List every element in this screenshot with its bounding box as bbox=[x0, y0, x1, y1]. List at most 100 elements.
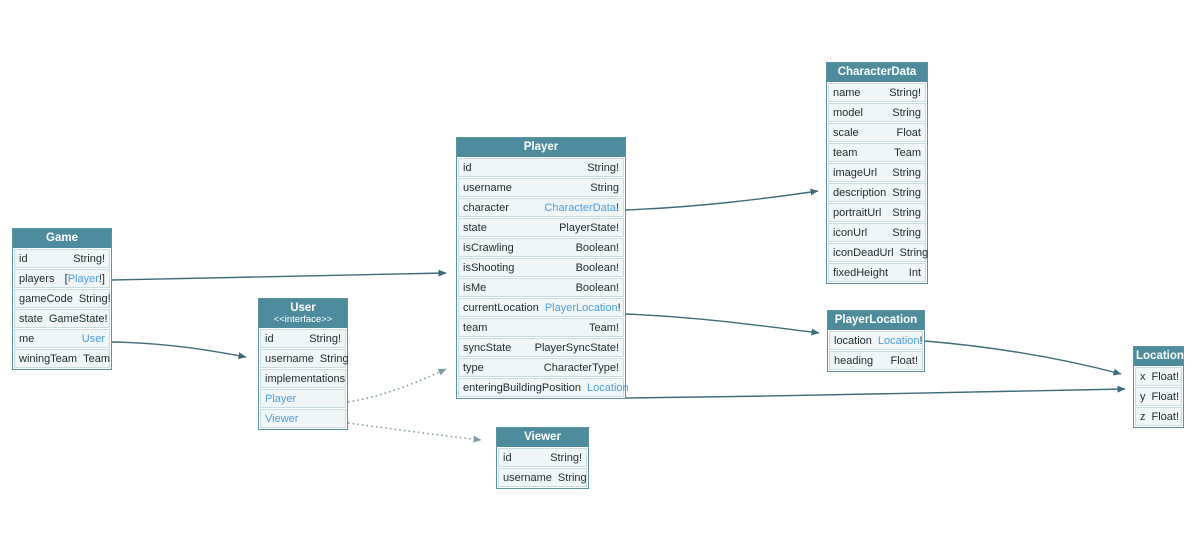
type-link[interactable]: Viewer bbox=[265, 412, 299, 425]
field-type: String! bbox=[889, 86, 921, 99]
implementation-link-row[interactable]: Viewer bbox=[260, 409, 346, 428]
node-header[interactable]: Location bbox=[1134, 347, 1184, 366]
field-name: username bbox=[265, 352, 314, 365]
edge-player-currentlocation-to-playerlocation bbox=[625, 313, 820, 336]
node-header[interactable]: Game bbox=[13, 229, 111, 248]
field-name: model bbox=[833, 106, 863, 119]
node-title: CharacterData bbox=[837, 66, 917, 78]
field-row-x[interactable]: x Float! bbox=[1135, 367, 1182, 386]
field-name: isShooting bbox=[463, 261, 515, 274]
type-suffix: ! bbox=[617, 301, 621, 314]
field-type: String! bbox=[78, 292, 111, 305]
edge-playerlocation-location-to-location bbox=[924, 340, 1122, 376]
field-name: x bbox=[1140, 370, 1146, 383]
type-link[interactable]: User bbox=[81, 332, 105, 345]
type-suffix: !] bbox=[98, 272, 105, 285]
field-row-state[interactable]: state PlayerState! bbox=[458, 218, 624, 237]
edge-player-character-to-characterdata bbox=[625, 188, 819, 211]
field-name: location bbox=[834, 334, 872, 347]
field-name: state bbox=[19, 312, 43, 325]
node-header[interactable]: Viewer bbox=[497, 428, 588, 447]
field-type: PlayerLocation! bbox=[545, 302, 621, 314]
type-link[interactable]: PlayerLocation bbox=[544, 301, 618, 314]
field-type: PlayerState! bbox=[559, 221, 619, 234]
node-header[interactable]: User<<interface>> bbox=[259, 299, 347, 328]
edge-player-enteringbuildingposition-to-location bbox=[625, 385, 1126, 399]
node-header[interactable]: PlayerLocation bbox=[828, 311, 924, 330]
field-name: iconDeadUrl bbox=[833, 246, 894, 259]
field-name: state bbox=[463, 221, 487, 234]
field-type: Boolean! bbox=[575, 281, 619, 294]
type-suffix: ! bbox=[919, 334, 923, 347]
field-type: String bbox=[557, 471, 587, 484]
type-link[interactable]: CharacterData bbox=[544, 201, 616, 214]
type-link[interactable]: Location bbox=[877, 334, 920, 347]
field-name: team bbox=[833, 146, 858, 159]
node-header[interactable]: Player bbox=[457, 138, 625, 157]
type-link[interactable]: Location bbox=[587, 381, 629, 394]
field-type: Float bbox=[896, 126, 921, 139]
field-type: String bbox=[892, 226, 921, 239]
field-row-isCrawling[interactable]: isCrawling Boolean! bbox=[458, 238, 624, 257]
node-header[interactable]: CharacterData bbox=[827, 63, 927, 82]
field-row-state[interactable]: state GameState! bbox=[14, 309, 110, 328]
field-name: isCrawling bbox=[463, 241, 514, 254]
field-name: id bbox=[463, 161, 472, 174]
field-row-location[interactable]: location Location! bbox=[829, 331, 923, 350]
field-type: GameState! bbox=[48, 312, 108, 325]
field-type: Location! bbox=[878, 335, 923, 347]
type-link[interactable]: Player bbox=[67, 272, 99, 285]
implementation-link-row[interactable]: Player bbox=[260, 389, 346, 408]
field-name: username bbox=[463, 181, 512, 194]
field-type: [Player!] bbox=[65, 273, 105, 285]
type-link[interactable]: Player bbox=[265, 392, 297, 405]
field-type: Float! bbox=[1151, 370, 1180, 383]
field-type: Boolean! bbox=[575, 241, 619, 254]
node-title: Location bbox=[1136, 350, 1184, 362]
node-subtitle: <<interface>> bbox=[273, 314, 333, 325]
node-title: Viewer bbox=[524, 431, 561, 443]
field-name: imageUrl bbox=[833, 166, 878, 179]
field-row-players[interactable]: players[Player!] bbox=[14, 269, 110, 288]
field-name: heading bbox=[834, 354, 874, 367]
